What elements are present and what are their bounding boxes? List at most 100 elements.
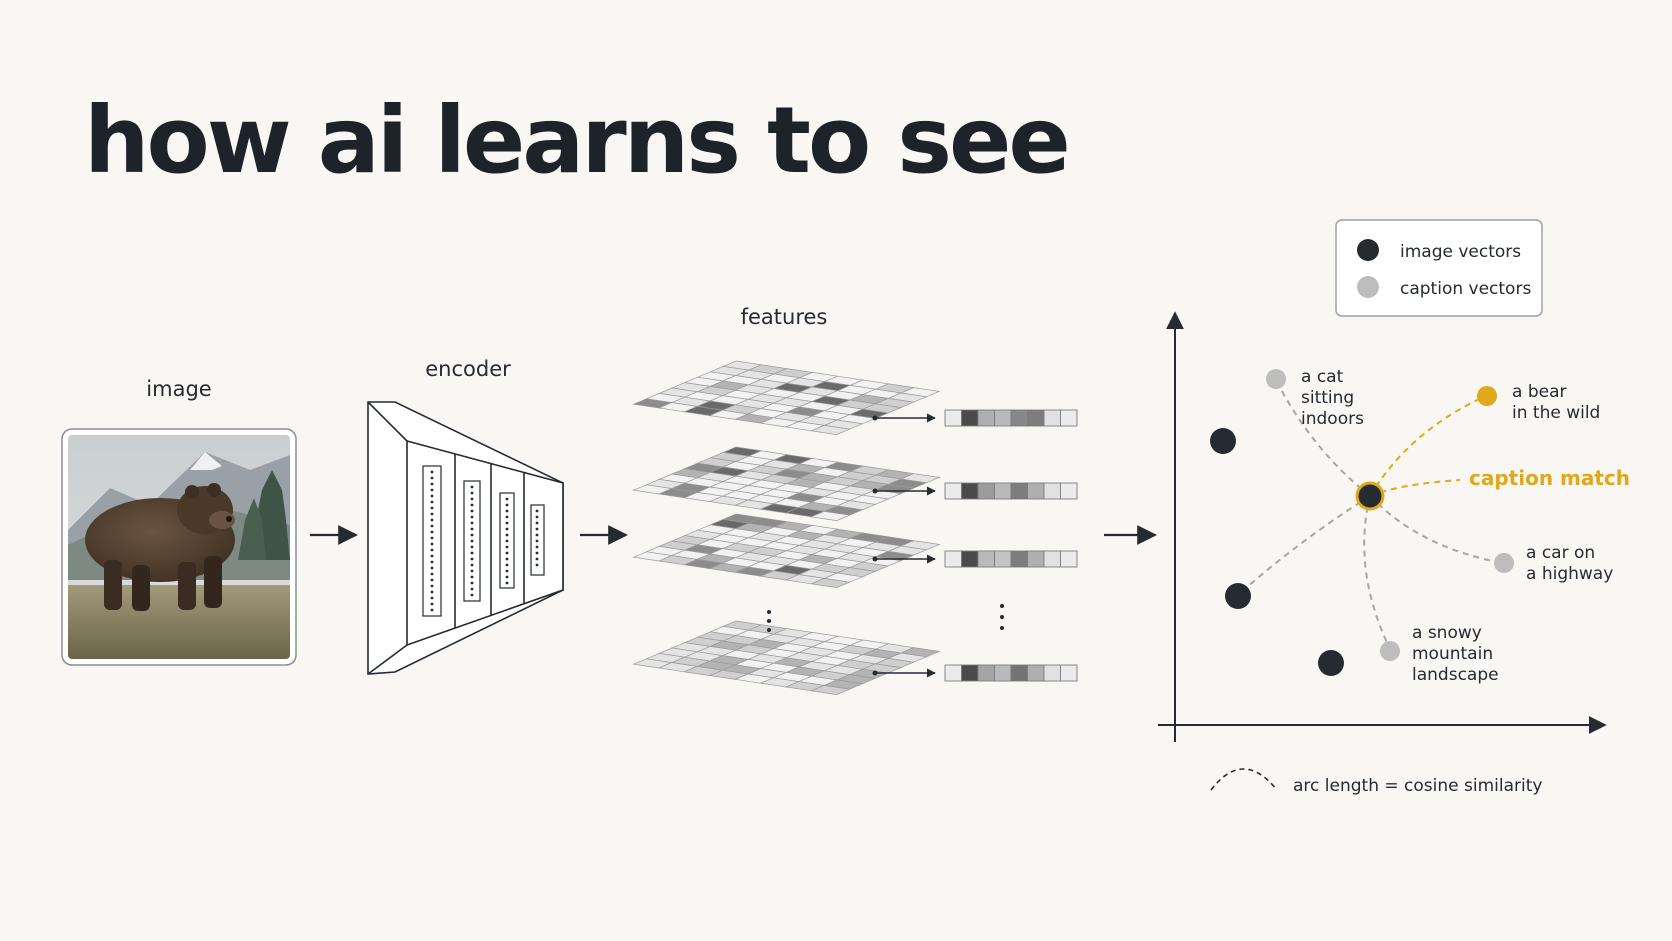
embedding-axes <box>1158 311 1607 742</box>
neuron-dot <box>505 575 509 579</box>
feature-map-ellipsis <box>767 610 771 632</box>
arc-length-icon <box>1210 768 1278 791</box>
caption-match-label: caption match <box>1469 466 1630 490</box>
vector-cell <box>1010 550 1028 568</box>
vector-cell <box>1010 409 1028 427</box>
image-vector-points <box>1210 428 1344 676</box>
caption-vector-points <box>1266 369 1514 661</box>
legend-caption-marker <box>1357 276 1379 298</box>
vector-cell <box>1060 664 1078 682</box>
neuron-dot <box>470 527 474 531</box>
vector-cell <box>1010 664 1028 682</box>
vector-cell <box>1027 409 1045 427</box>
neuron-dot <box>470 515 474 519</box>
neuron-dot <box>430 566 434 570</box>
neuron-dot <box>470 569 474 573</box>
neuron-dot <box>505 581 509 585</box>
neuron-dot <box>470 533 474 537</box>
vector-cell <box>944 482 962 500</box>
features-label: features <box>741 305 828 329</box>
feature-map <box>632 513 941 588</box>
encoder-label: encoder <box>425 357 511 381</box>
neuron-dot <box>430 506 434 510</box>
neuron-dot <box>470 557 474 561</box>
neuron-dot <box>430 608 434 612</box>
neuron-dot <box>430 578 434 582</box>
neuron-dot <box>535 557 539 561</box>
neuron-dot <box>430 548 434 552</box>
neuron-dot <box>430 530 434 534</box>
matched-image-point <box>1355 481 1385 511</box>
neuron-dot <box>505 515 509 519</box>
neuron-dot <box>470 491 474 495</box>
legend-image-marker <box>1357 239 1379 261</box>
caption-mountain: a snowy mountain landscape <box>1412 623 1499 685</box>
neuron-dot <box>430 476 434 480</box>
arc-length-note: arc length = cosine similarity <box>1293 776 1542 796</box>
neuron-dot <box>430 470 434 474</box>
arc-to-image-left <box>1237 495 1371 596</box>
neuron-dot <box>535 545 539 549</box>
image-point <box>1225 583 1251 609</box>
vector-cell <box>994 664 1012 682</box>
vector-ellipsis <box>1000 604 1004 630</box>
bear-photo <box>61 428 297 666</box>
vector-cell <box>977 550 995 568</box>
arc-to-car <box>1369 495 1504 564</box>
vector-cell <box>1027 550 1045 568</box>
neuron-dot <box>535 563 539 567</box>
similarity-arcs <box>1237 379 1504 650</box>
vector-cell <box>961 482 979 500</box>
arc-to-cat <box>1275 379 1371 497</box>
legend: image vectors caption vectors <box>1335 219 1543 317</box>
neuron-dot <box>430 518 434 522</box>
feature-vector <box>872 664 1078 682</box>
arc-to-bear <box>1369 395 1487 497</box>
caption-labels: a cat sitting indoors a bear in the wild… <box>1301 367 1613 685</box>
neuron-dot <box>535 509 539 513</box>
neuron-dot <box>430 488 434 492</box>
neuron-dot <box>505 497 509 501</box>
vector-cell <box>961 664 979 682</box>
neuron-dot <box>535 539 539 543</box>
caption-cat: a cat sitting indoors <box>1301 367 1364 429</box>
caption-bear: a bear in the wild <box>1512 382 1600 423</box>
vector-cell <box>1060 550 1078 568</box>
neuron-dot <box>470 539 474 543</box>
feature-vector <box>872 409 1078 427</box>
neuron-dot <box>505 521 509 525</box>
neuron-dot <box>430 590 434 594</box>
arc-to-mountain <box>1363 495 1391 650</box>
legend-image-label: image vectors <box>1400 242 1521 262</box>
vector-cell <box>1043 409 1061 427</box>
feature-map <box>632 620 941 695</box>
neuron-dot <box>470 581 474 585</box>
neuron-dot <box>470 497 474 501</box>
neuron-dot <box>470 575 474 579</box>
arc-caption-match <box>1369 479 1461 497</box>
vector-cell <box>994 550 1012 568</box>
vector-cell <box>977 664 995 682</box>
neuron-dot <box>505 551 509 555</box>
neuron-dot <box>505 503 509 507</box>
neuron-dot <box>505 533 509 537</box>
neuron-dot <box>470 521 474 525</box>
encoder-neurons <box>430 470 539 612</box>
feature-cell <box>810 578 851 588</box>
neuron-dot <box>430 524 434 528</box>
caption-point-mountain <box>1380 641 1400 661</box>
vector-cell <box>1060 409 1078 427</box>
page-title: how ai learns to see <box>84 87 1071 194</box>
neuron-dot <box>470 563 474 567</box>
feature-cell <box>810 685 851 695</box>
neuron-dot <box>430 494 434 498</box>
image-point <box>1210 428 1236 454</box>
neuron-dot <box>430 536 434 540</box>
neuron-dot <box>535 527 539 531</box>
neuron-dot <box>505 527 509 531</box>
vector-cell <box>1010 482 1028 500</box>
vector-cell <box>1027 482 1045 500</box>
neuron-dot <box>430 560 434 564</box>
feature-vectors <box>872 409 1078 682</box>
